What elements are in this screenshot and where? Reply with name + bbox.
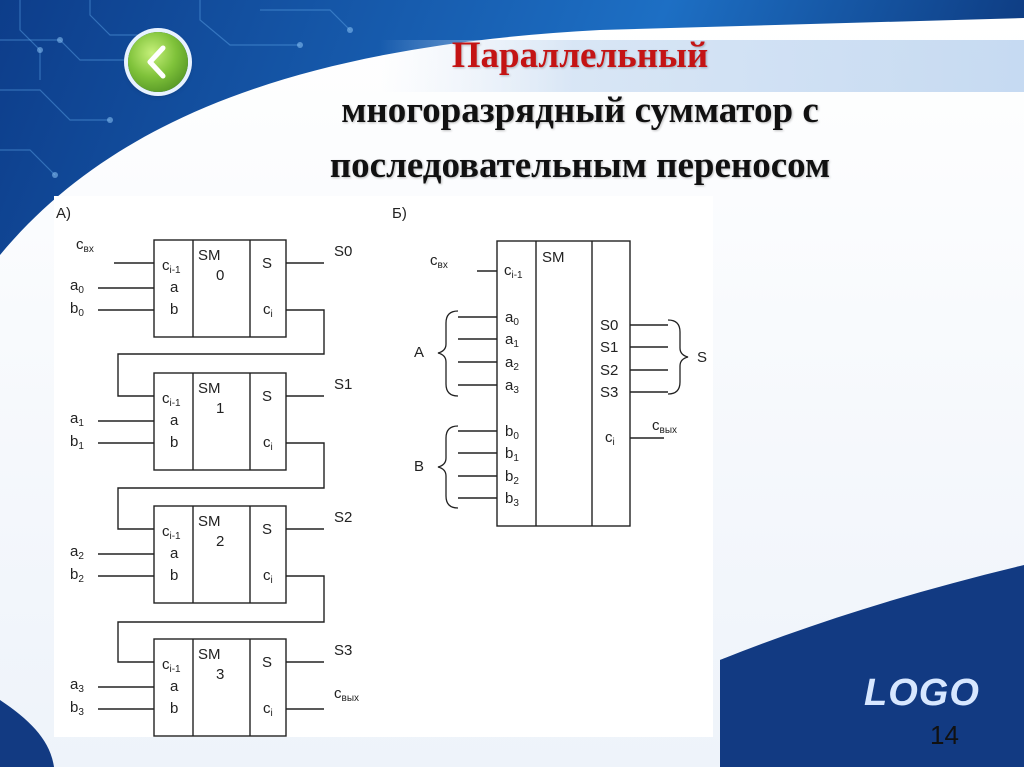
s-port: S	[262, 654, 272, 671]
a-port: a	[170, 279, 179, 296]
title-line-2: многоразрядный сумматор с	[341, 90, 819, 131]
a-port: a	[170, 412, 179, 429]
a-input-label: a1	[70, 410, 84, 429]
title-line-1: Параллельный	[451, 35, 709, 76]
carry-in-port: ci-1	[162, 523, 181, 542]
group-a-label: A	[414, 344, 424, 361]
a-input-label: a3	[70, 676, 84, 695]
logo: LOGO	[864, 672, 980, 714]
b-input-port: b0	[505, 423, 519, 442]
a-input-label: a0	[70, 277, 84, 296]
sm-label: SM	[198, 380, 221, 397]
s-port: S	[262, 521, 272, 538]
sum-output-port: S0	[600, 317, 618, 334]
c-out-port-b: ci	[605, 429, 615, 448]
part-b-label: Б)	[392, 205, 407, 222]
sum-output-label: S2	[334, 509, 352, 526]
carry-in-port-b: ci-1	[504, 262, 523, 281]
carry-out-port: ci	[263, 434, 273, 453]
b-input-label: b0	[70, 300, 84, 319]
b-input-port: b2	[505, 468, 519, 487]
slide-title: Параллельный многоразрядный сумматор с п…	[200, 28, 960, 193]
sm-index: 1	[216, 400, 224, 417]
page-number: 14	[930, 720, 959, 750]
a-input-port: a0	[505, 309, 519, 328]
sm-index: 2	[216, 533, 224, 550]
a-port: a	[170, 678, 179, 695]
title-line-3: последовательным переносом	[329, 145, 831, 186]
carry-out-port: ci	[263, 567, 273, 586]
carry-chain-wires	[114, 262, 325, 710]
carry-in-port: ci-1	[162, 656, 181, 675]
sum-output-port: S1	[600, 339, 618, 356]
b-input-label: b2	[70, 566, 84, 585]
back-button[interactable]	[128, 32, 188, 92]
a-port: a	[170, 545, 179, 562]
carry-in-label-a: свх	[76, 236, 94, 255]
b-input-port: b3	[505, 490, 519, 509]
carry-in-port: ci-1	[162, 390, 181, 409]
sum-output-label: S1	[334, 376, 352, 393]
sm-label: SM	[198, 646, 221, 663]
adder-circuit-diagram: А) свх ci-1abSM0SciS0a0b0ci-1abSM1SciS1a…	[54, 196, 713, 737]
a-input-label: a2	[70, 543, 84, 562]
sum-output-label: S0	[334, 243, 352, 260]
s-port: S	[262, 388, 272, 405]
a-input-port: a3	[505, 377, 519, 396]
braces	[437, 310, 689, 509]
sum-output-label: S3	[334, 642, 352, 659]
carry-out-port: ci	[263, 700, 273, 719]
sm-block-b	[496, 240, 631, 527]
part-a-label: А)	[56, 205, 71, 222]
sm-index: 3	[216, 666, 224, 683]
carry-out-port: ci	[263, 301, 273, 320]
a-input-port: a1	[505, 331, 519, 350]
b-port: b	[170, 434, 178, 451]
b-input-label: b1	[70, 433, 84, 452]
b-input-port: b1	[505, 445, 519, 464]
sm-label: SM	[198, 247, 221, 264]
b-port: b	[170, 301, 178, 318]
chevron-left-icon	[147, 45, 166, 79]
group-b-label: B	[414, 458, 424, 475]
s-port: S	[262, 255, 272, 272]
b-port: b	[170, 567, 178, 584]
sm-index: 0	[216, 267, 224, 284]
group-s-label: S	[697, 349, 707, 366]
sm-label-b: SM	[542, 249, 565, 266]
carry-out-label-b: свых	[652, 417, 677, 436]
carry-out-label-a: свых	[334, 685, 359, 704]
sm-label: SM	[198, 513, 221, 530]
carry-in-label-b: свх	[430, 252, 448, 271]
a-input-port: a2	[505, 354, 519, 373]
sum-output-port: S3	[600, 384, 618, 401]
b-input-label: b3	[70, 699, 84, 718]
carry-in-port: ci-1	[162, 257, 181, 276]
sum-output-port: S2	[600, 362, 618, 379]
b-port: b	[170, 700, 178, 717]
